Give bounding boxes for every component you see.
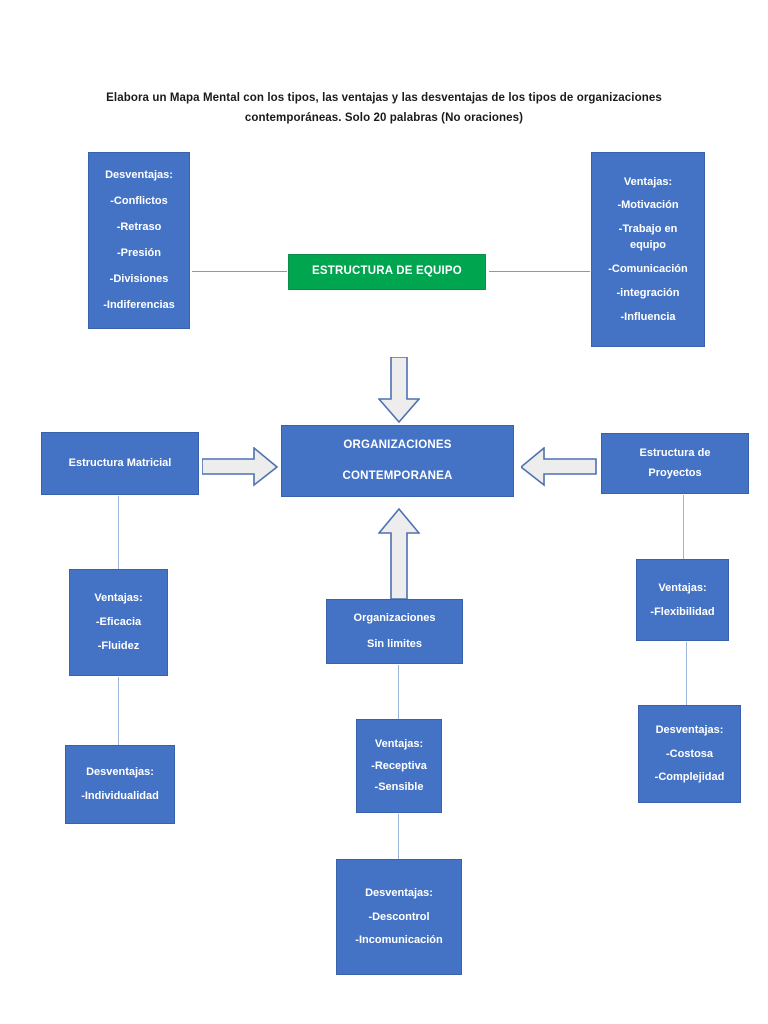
connector-nolimits-advantages bbox=[398, 665, 399, 719]
node-nolimits-disadvantages[interactable]: Desventajas: -Descontrol -Incomunicación bbox=[336, 859, 462, 975]
arrow-matrix-to-center bbox=[202, 447, 278, 487]
node-label-line-2: Sin limites bbox=[366, 638, 423, 650]
node-heading: Ventajas: bbox=[374, 737, 424, 750]
node-organizaciones-contemporanea[interactable]: ORGANIZACIONES CONTEMPORANEA bbox=[281, 425, 514, 497]
node-item: -Divisiones bbox=[109, 272, 169, 285]
node-item-continued: equipo bbox=[629, 239, 667, 252]
node-estructura-de-equipo[interactable]: ESTRUCTURA DE EQUIPO bbox=[288, 254, 486, 290]
node-label-line-1: Estructura de bbox=[639, 447, 711, 460]
node-label-line-1: Organizaciones bbox=[353, 612, 436, 625]
title-line-2: organizaciones contemporáneas. Solo 20 p… bbox=[244, 92, 662, 125]
title-line-1: Elabora un Mapa Mental con los tipos, la… bbox=[106, 92, 574, 104]
node-heading: Ventajas: bbox=[658, 581, 707, 594]
node-label-line-1: ORGANIZACIONES bbox=[343, 438, 452, 451]
connector-matrix-advantages bbox=[118, 496, 119, 569]
node-item: -Presión bbox=[116, 247, 161, 259]
node-item: -Complejidad bbox=[654, 771, 725, 784]
node-label-line-2: Proyectos bbox=[648, 467, 702, 479]
node-heading: Desventajas: bbox=[365, 886, 433, 899]
node-heading: Desventajas: bbox=[655, 723, 724, 736]
node-item: -Fluidez bbox=[97, 639, 140, 652]
node-item: -Incomunicación bbox=[355, 934, 443, 947]
node-item: -Eficacia bbox=[95, 616, 142, 629]
node-heading: Ventajas: bbox=[623, 175, 673, 188]
node-heading: Desventajas: bbox=[105, 169, 173, 182]
arrow-nolimits-to-center bbox=[378, 508, 420, 600]
node-item: -Indiferencias bbox=[103, 298, 175, 311]
node-item: -integración bbox=[616, 286, 680, 299]
node-label-line-2: CONTEMPORANEA bbox=[342, 469, 453, 482]
node-team-disadvantages[interactable]: Desventajas: -Conflictos -Retraso -Presi… bbox=[88, 152, 190, 329]
node-label: Estructura Matricial bbox=[68, 457, 172, 470]
node-label: ESTRUCTURA DE EQUIPO bbox=[312, 265, 462, 278]
connector-team-advantages bbox=[489, 271, 590, 272]
node-matrix-advantages[interactable]: Ventajas: -Eficacia -Fluidez bbox=[69, 569, 168, 676]
node-matrix-disadvantages[interactable]: Desventajas: -Individualidad bbox=[65, 745, 175, 824]
node-heading: Desventajas: bbox=[86, 766, 154, 779]
node-item: -Sensible bbox=[374, 781, 424, 794]
node-projects-advantages[interactable]: Ventajas: -Flexibilidad bbox=[636, 559, 729, 641]
node-heading: Ventajas: bbox=[94, 592, 143, 605]
connector-projects-advantages bbox=[683, 495, 684, 559]
node-nolimits-advantages[interactable]: Ventajas: -Receptiva -Sensible bbox=[356, 719, 442, 813]
arrow-team-to-center bbox=[378, 357, 420, 423]
node-item: -Comunicación bbox=[608, 262, 688, 275]
arrow-projects-to-center bbox=[521, 447, 597, 487]
connector-nolimits-disadvantages bbox=[398, 814, 399, 859]
node-item: -Descontrol bbox=[368, 910, 430, 923]
connector-team-disadvantages bbox=[192, 271, 287, 272]
node-item: -Retraso bbox=[116, 221, 162, 234]
connector-projects-disadvantages bbox=[686, 642, 687, 705]
node-item: -Influencia bbox=[620, 310, 676, 323]
node-estructura-matricial[interactable]: Estructura Matricial bbox=[41, 432, 199, 495]
connector-matrix-disadvantages bbox=[118, 677, 119, 745]
node-item: -Individualidad bbox=[81, 790, 159, 802]
node-organizaciones-sin-limites[interactable]: Organizaciones Sin limites bbox=[326, 599, 463, 664]
node-item: -Motivación bbox=[617, 199, 679, 212]
page-title: Elabora un Mapa Mental con los tipos, la… bbox=[84, 88, 684, 128]
node-projects-disadvantages[interactable]: Desventajas: -Costosa -Complejidad bbox=[638, 705, 741, 803]
node-estructura-de-proyectos[interactable]: Estructura de Proyectos bbox=[601, 433, 749, 494]
node-team-advantages[interactable]: Ventajas: -Motivación -Trabajo en equipo… bbox=[591, 152, 705, 347]
node-item: -Flexibilidad bbox=[650, 605, 715, 618]
node-item: -Receptiva bbox=[371, 759, 427, 772]
node-item: -Conflictos bbox=[110, 195, 168, 208]
node-item: -Costosa bbox=[665, 747, 714, 760]
node-item: -Trabajo en bbox=[618, 223, 678, 236]
